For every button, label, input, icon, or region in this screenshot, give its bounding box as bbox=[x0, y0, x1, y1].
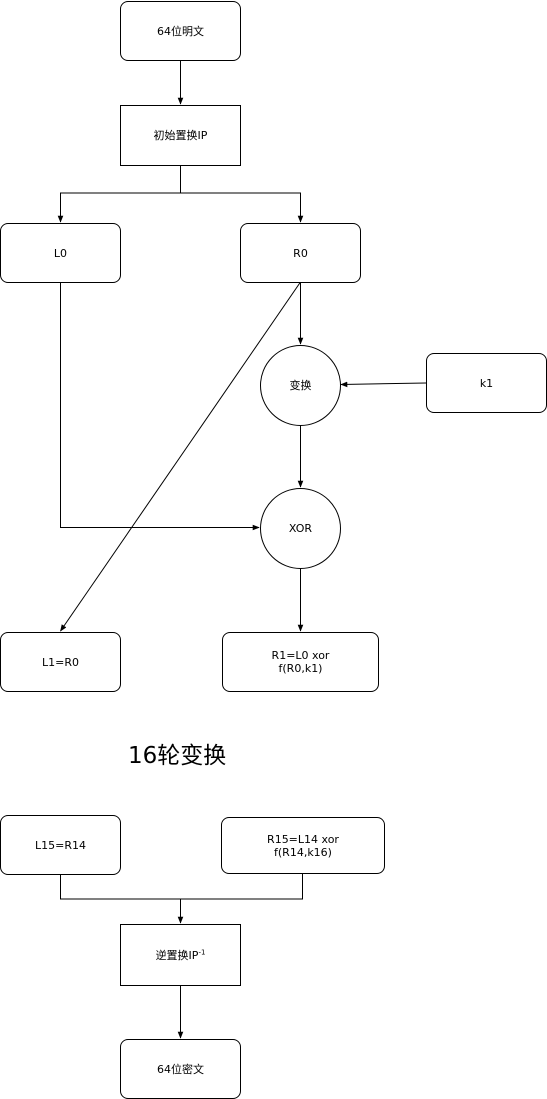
initial-permutation-node: 初始置换IP bbox=[120, 105, 241, 166]
edge-k1-to-transform bbox=[340, 381, 427, 388]
l15-node: L15=R14 bbox=[0, 815, 121, 875]
r0-node: R0 bbox=[240, 223, 361, 283]
k1-node: k1 bbox=[426, 353, 547, 413]
edge-l0-to-xor bbox=[60, 282, 260, 531]
transform-label: 变换 bbox=[289, 379, 312, 392]
r15-node: R15=L14 xor f(R14,k16) bbox=[221, 817, 385, 874]
l0-label: L0 bbox=[53, 246, 68, 260]
edge-ip-to-l0 bbox=[57, 165, 181, 223]
r1-node: R1=L0 xor f(R0,k1) bbox=[222, 632, 379, 692]
ciphertext-label: 64位密文 bbox=[157, 1062, 204, 1076]
transform-node: 变换 bbox=[260, 345, 341, 426]
l1-node: L1=R0 bbox=[0, 632, 121, 692]
l0-node: L0 bbox=[0, 223, 121, 283]
inverse-permutation-text: 逆置换IP bbox=[155, 948, 199, 962]
plaintext-node: 64位明文 bbox=[120, 1, 241, 61]
r1-label-line2: f(R0,k1) bbox=[278, 662, 323, 675]
plaintext-label: 64位明文 bbox=[157, 24, 204, 38]
xor-label: XOR bbox=[288, 522, 313, 535]
inverse-permutation-label: 逆置换IP-1 bbox=[155, 947, 206, 962]
r15-label-line2: f(R14,k16) bbox=[274, 845, 332, 859]
inverse-permutation-node: 逆置换IP-1 bbox=[120, 924, 241, 986]
xor-node: XOR bbox=[260, 488, 341, 569]
edge-r15-to-invip bbox=[180, 873, 303, 900]
l1-label: L1=R0 bbox=[42, 655, 79, 669]
edge-l15-to-invip bbox=[60, 874, 184, 924]
edge-ip-to-r0 bbox=[180, 192, 304, 223]
r1-label-line1: R1=L0 xor bbox=[271, 649, 330, 662]
r15-label-line1: R15=L14 xor bbox=[267, 832, 339, 846]
rounds-label: 16轮变换 bbox=[128, 743, 227, 769]
inverse-permutation-superscript: -1 bbox=[198, 947, 206, 956]
r0-label: R0 bbox=[293, 246, 308, 260]
k1-label: k1 bbox=[479, 376, 494, 390]
edge-r0-to-l1 bbox=[60, 281, 301, 632]
initial-permutation-label: 初始置换IP bbox=[153, 129, 208, 142]
l15-label: L15=R14 bbox=[35, 838, 86, 852]
ciphertext-node: 64位密文 bbox=[120, 1039, 241, 1099]
